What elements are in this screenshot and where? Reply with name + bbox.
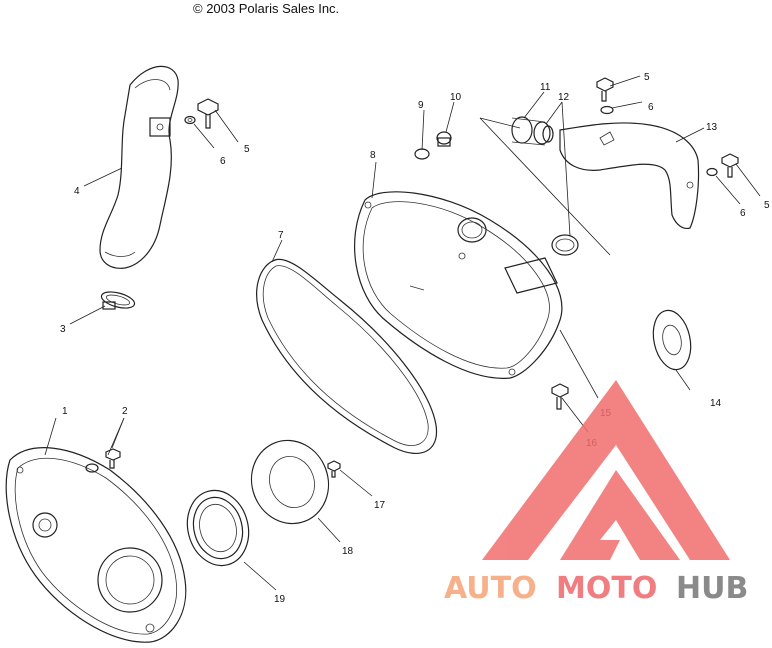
bolt-washer-upper-left xyxy=(184,98,219,129)
watermark-hub: HUB xyxy=(676,571,748,606)
part-9-o-ring xyxy=(414,148,430,160)
part-17-small-bolt xyxy=(327,460,341,478)
callout-11: 11 xyxy=(540,82,551,93)
bolt-washer-right xyxy=(706,153,739,178)
callout-7: 7 xyxy=(278,230,284,241)
part-10-drain-plug xyxy=(436,131,452,147)
callout-6-right: 6 xyxy=(740,208,746,219)
callout-5-top: 5 xyxy=(644,72,650,83)
watermark-moto: MOTO xyxy=(556,571,657,606)
part-1-inner-clutch-cover xyxy=(5,447,187,643)
callout-12: 12 xyxy=(558,92,570,103)
callout-8: 8 xyxy=(370,150,376,161)
part-13-outlet-duct xyxy=(559,122,700,230)
part-18-ring xyxy=(250,439,330,525)
callout-10: 10 xyxy=(450,92,462,103)
bolt-washer-top xyxy=(596,77,614,115)
callout-14: 14 xyxy=(710,398,722,409)
part-4-intake-duct xyxy=(99,65,179,269)
automotohub-logo xyxy=(482,380,730,560)
callout-3: 3 xyxy=(60,324,66,335)
callout-6-top: 6 xyxy=(648,102,654,113)
callout-13: 13 xyxy=(706,122,718,133)
callout-2: 2 xyxy=(122,406,128,417)
part-8-outer-clutch-cover xyxy=(354,191,563,379)
callout-18: 18 xyxy=(342,546,354,557)
leader-lines xyxy=(44,75,761,591)
callout-6: 6 xyxy=(220,156,226,167)
part-16-bolt xyxy=(551,383,569,410)
part-14-gasket xyxy=(652,309,692,371)
copyright-text: © 2003 Polaris Sales Inc. xyxy=(193,1,340,16)
callout-1: 1 xyxy=(62,406,68,417)
callout-5: 5 xyxy=(244,144,250,155)
part-19-seal xyxy=(186,489,250,567)
automotohub-wordmark: AUTO MOTO HUB xyxy=(444,571,748,606)
callout-4: 4 xyxy=(74,186,80,197)
callout-17: 17 xyxy=(374,500,386,511)
watermark-auto: AUTO xyxy=(444,571,537,606)
callout-9: 9 xyxy=(418,100,424,111)
part-11-12-duct-clamps xyxy=(511,116,579,256)
callout-19: 19 xyxy=(274,594,286,605)
callout-5-right: 5 xyxy=(764,200,770,211)
part-7-drive-belt xyxy=(256,258,438,454)
part-3-hose-clamp xyxy=(100,291,136,310)
part-2-bolt-washer xyxy=(85,448,121,473)
